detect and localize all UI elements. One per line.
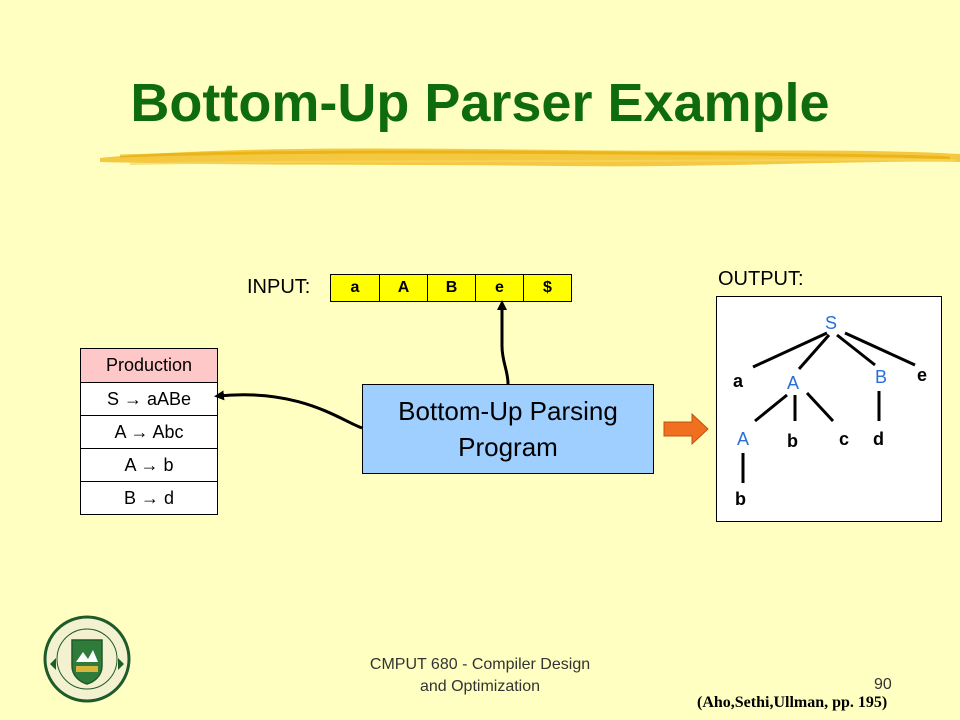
tree-node-b: b [735, 489, 746, 509]
production-row: A → Abc [81, 415, 217, 448]
parse-tree-box: S a A B e A b c d b [716, 296, 942, 522]
arrow-to-productions [214, 390, 363, 430]
university-crest-icon [43, 615, 131, 703]
page-number: 90 [874, 676, 892, 693]
arrow-to-input [497, 300, 510, 385]
tree-node-B: B [875, 367, 888, 387]
tree-node-a: a [733, 371, 744, 391]
output-label: OUTPUT: [718, 268, 804, 290]
tree-node-d: d [873, 429, 884, 449]
program-label-line2: Program [458, 432, 558, 462]
footer-course-line2: and Optimization [419, 678, 541, 695]
input-symbol: a [350, 279, 360, 296]
tree-node-b: b [787, 431, 798, 451]
tree-node-A: A [737, 429, 750, 449]
input-symbol: A [379, 275, 427, 301]
tree-node-e: e [917, 365, 928, 385]
production-table: Production S → aABe A → Abc A → b B → d [80, 348, 218, 515]
input-label: INPUT: [247, 276, 311, 298]
production-header: Production [81, 349, 217, 382]
tree-node-A: A [787, 373, 800, 393]
citation: (Aho,Sethi,Ullman, pp. 195) [697, 694, 888, 711]
slide-title: Bottom-Up Parser Example [130, 73, 830, 133]
input-symbol: $ [523, 275, 571, 301]
tree-node-S: S [825, 313, 838, 333]
input-tape: a A B e $ [330, 274, 572, 302]
input-symbol: B [427, 275, 475, 301]
arrow-to-output-icon [663, 412, 709, 446]
tree-node-c: c [839, 429, 850, 449]
parsing-program-box: Bottom-Up Parsing Program [362, 384, 654, 474]
production-row: B → d [81, 481, 217, 514]
input-symbol: e [475, 275, 523, 301]
footer-course-line1: CMPUT 680 - Compiler Design [369, 656, 591, 673]
production-row: S → aABe [81, 382, 217, 415]
parse-tree-edges [741, 331, 916, 483]
title-underline-brush [100, 148, 960, 167]
production-row: A → b [81, 448, 217, 481]
footer-course: CMPUT 680 - Compiler Design and Optimiza… [330, 654, 630, 698]
program-label-line1: Bottom-Up Parsing [398, 396, 618, 426]
